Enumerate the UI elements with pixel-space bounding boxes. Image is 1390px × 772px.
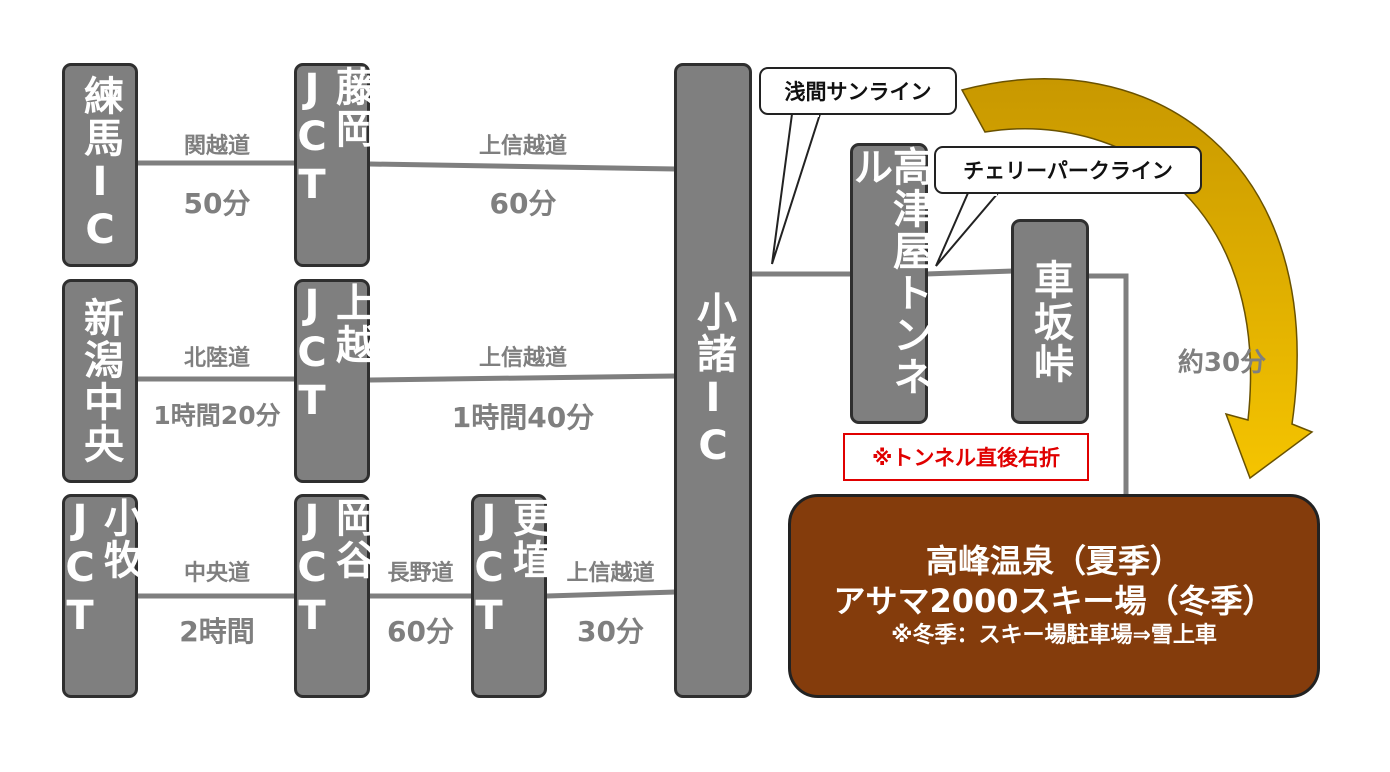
road-label: 上信越道: [478, 346, 567, 371]
destination-line-3: ※冬季：スキー場駐車場⇒雪上車: [891, 623, 1217, 648]
node-label: 高津屋トンネル: [846, 146, 932, 398]
node-takatsuya-tunnel: 高津屋トンネル: [846, 143, 932, 424]
node-koshoku-jct: 更埴JCT: [466, 494, 552, 698]
node-komoro-ic: 小諸IC: [674, 63, 752, 698]
time-label: 30分: [577, 615, 644, 648]
time-label: 2時間: [179, 615, 255, 648]
node-label: 新潟中央: [77, 297, 123, 465]
node-label: 練馬IC: [77, 75, 123, 255]
node-kurumazaka-pass: 車坂峠: [1011, 219, 1089, 424]
road-label: 中央道: [183, 561, 250, 586]
callout-asama-sunline: 浅間サンライン: [759, 67, 957, 115]
destination-line-1: 高峰温泉（夏季）: [925, 542, 1182, 580]
callout-tail-cherry: [935, 192, 1001, 267]
road-label: 関越道: [183, 134, 250, 159]
time-label: 1時間20分: [153, 401, 281, 430]
node-fujioka-jct: 藤岡JCT: [289, 63, 375, 267]
line-joshinetsu-3: [546, 589, 677, 599]
road-label: 北陸道: [183, 346, 250, 371]
turn-right-note: ※トンネル直後右折: [843, 433, 1089, 481]
line-joshinetsu-1: [369, 161, 677, 172]
line-joshinetsu-2: [369, 373, 677, 383]
node-label: 小牧JCT: [57, 497, 143, 641]
time-label: 60分: [489, 187, 557, 220]
node-joetsu-jct: 上越JCT: [289, 279, 375, 483]
node-okaya-jct: 岡谷JCT: [289, 494, 375, 698]
node-label: 藤岡JCT: [289, 66, 375, 210]
time-label: 1時間40分: [451, 401, 595, 434]
node-label: 更埴JCT: [466, 497, 552, 641]
callout-text: チェリーパークライン: [963, 159, 1173, 183]
node-nerima-ic: 練馬IC: [62, 63, 138, 267]
time-label: 50分: [183, 187, 251, 220]
node-label: 車坂峠: [1027, 258, 1073, 385]
node-label: 上越JCT: [289, 282, 375, 426]
destination-line-2: アサマ2000スキー場（冬季）: [833, 582, 1275, 620]
line-cherry-park: [925, 268, 1014, 277]
node-komaki-jct: 小牧JCT: [57, 494, 143, 698]
callout-tail-asama: [771, 113, 822, 265]
line-to-destination: [1087, 273, 1129, 494]
node-label: 岡谷JCT: [289, 497, 375, 641]
callout-text: 浅間サンライン: [784, 80, 932, 104]
node-niigata-chuo: 新潟中央: [62, 279, 138, 483]
note-text: ※トンネル直後右折: [872, 446, 1060, 470]
road-label: 上信越道: [478, 134, 567, 159]
road-label: 上信越道: [566, 561, 655, 586]
time-label: 60分: [387, 615, 454, 648]
shortcut-time-label: 約30分: [1177, 348, 1267, 378]
callout-cherry-parkline: チェリーパークライン: [934, 146, 1202, 194]
node-label: 小諸IC: [690, 290, 736, 471]
road-label: 長野道: [387, 561, 454, 586]
destination-box: 高峰温泉（夏季） アサマ2000スキー場（冬季） ※冬季：スキー場駐車場⇒雪上車: [788, 494, 1320, 698]
